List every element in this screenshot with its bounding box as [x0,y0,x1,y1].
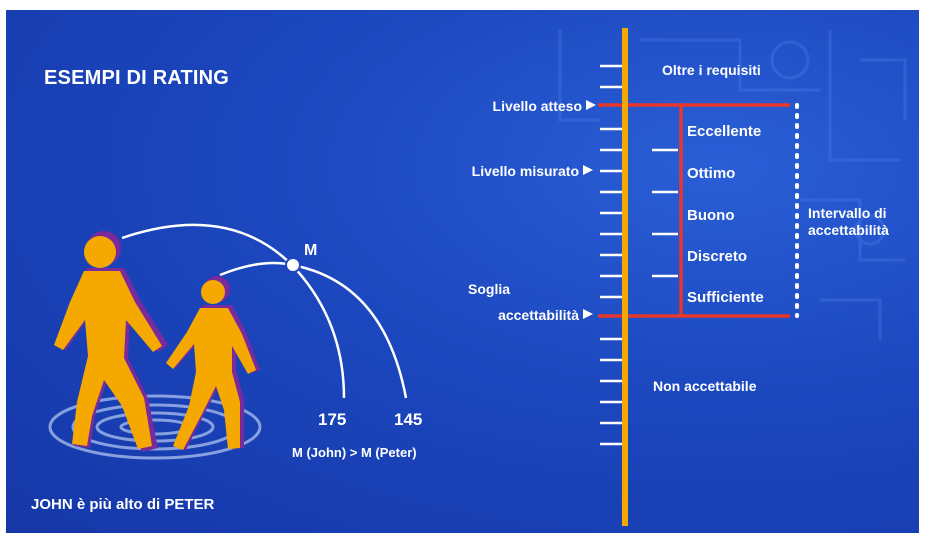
arc-peter [219,261,408,399]
page-title: ESEMPI DI RATING [44,67,230,89]
level-sufficient: Sufficiente [687,289,764,306]
acceptance-range-label-line1: Intervallo di [808,205,887,221]
level-fair: Discreto [687,248,748,265]
acceptance-range-label-line2: accettabilità [808,222,889,238]
threshold-label-line2: accettabilità [498,307,579,323]
level-very-good: Ottimo [687,165,736,182]
background-panel [6,10,919,533]
expected-level-label: Livello atteso [492,98,582,114]
threshold-label-line1: Soglia [468,281,511,297]
level-ticks [652,148,678,278]
peter-height-value: 145 [394,410,423,429]
peter-figure [166,280,256,450]
john-height-value: 175 [318,410,347,429]
expected-arrow-icon [586,100,596,110]
threshold-arrow-icon [583,309,593,319]
caption: JOHN è più alto di PETER [31,496,215,513]
level-excellent: Eccellente [687,123,762,140]
measure-point-label: M [304,242,318,259]
not-acceptable-label: Non accettabile [653,378,757,394]
measured-level-label: Livello misurato [471,163,579,179]
scale-axis [622,28,628,526]
level-good: Buono [687,207,735,224]
scale-ticks [600,64,624,446]
measure-point-dot [285,257,301,273]
above-requirements-label: Oltre i requisiti [662,62,761,78]
measured-arrow-icon [583,165,593,175]
height-comparison: M (John) > M (Peter) [292,445,417,460]
john-figure [54,236,162,449]
